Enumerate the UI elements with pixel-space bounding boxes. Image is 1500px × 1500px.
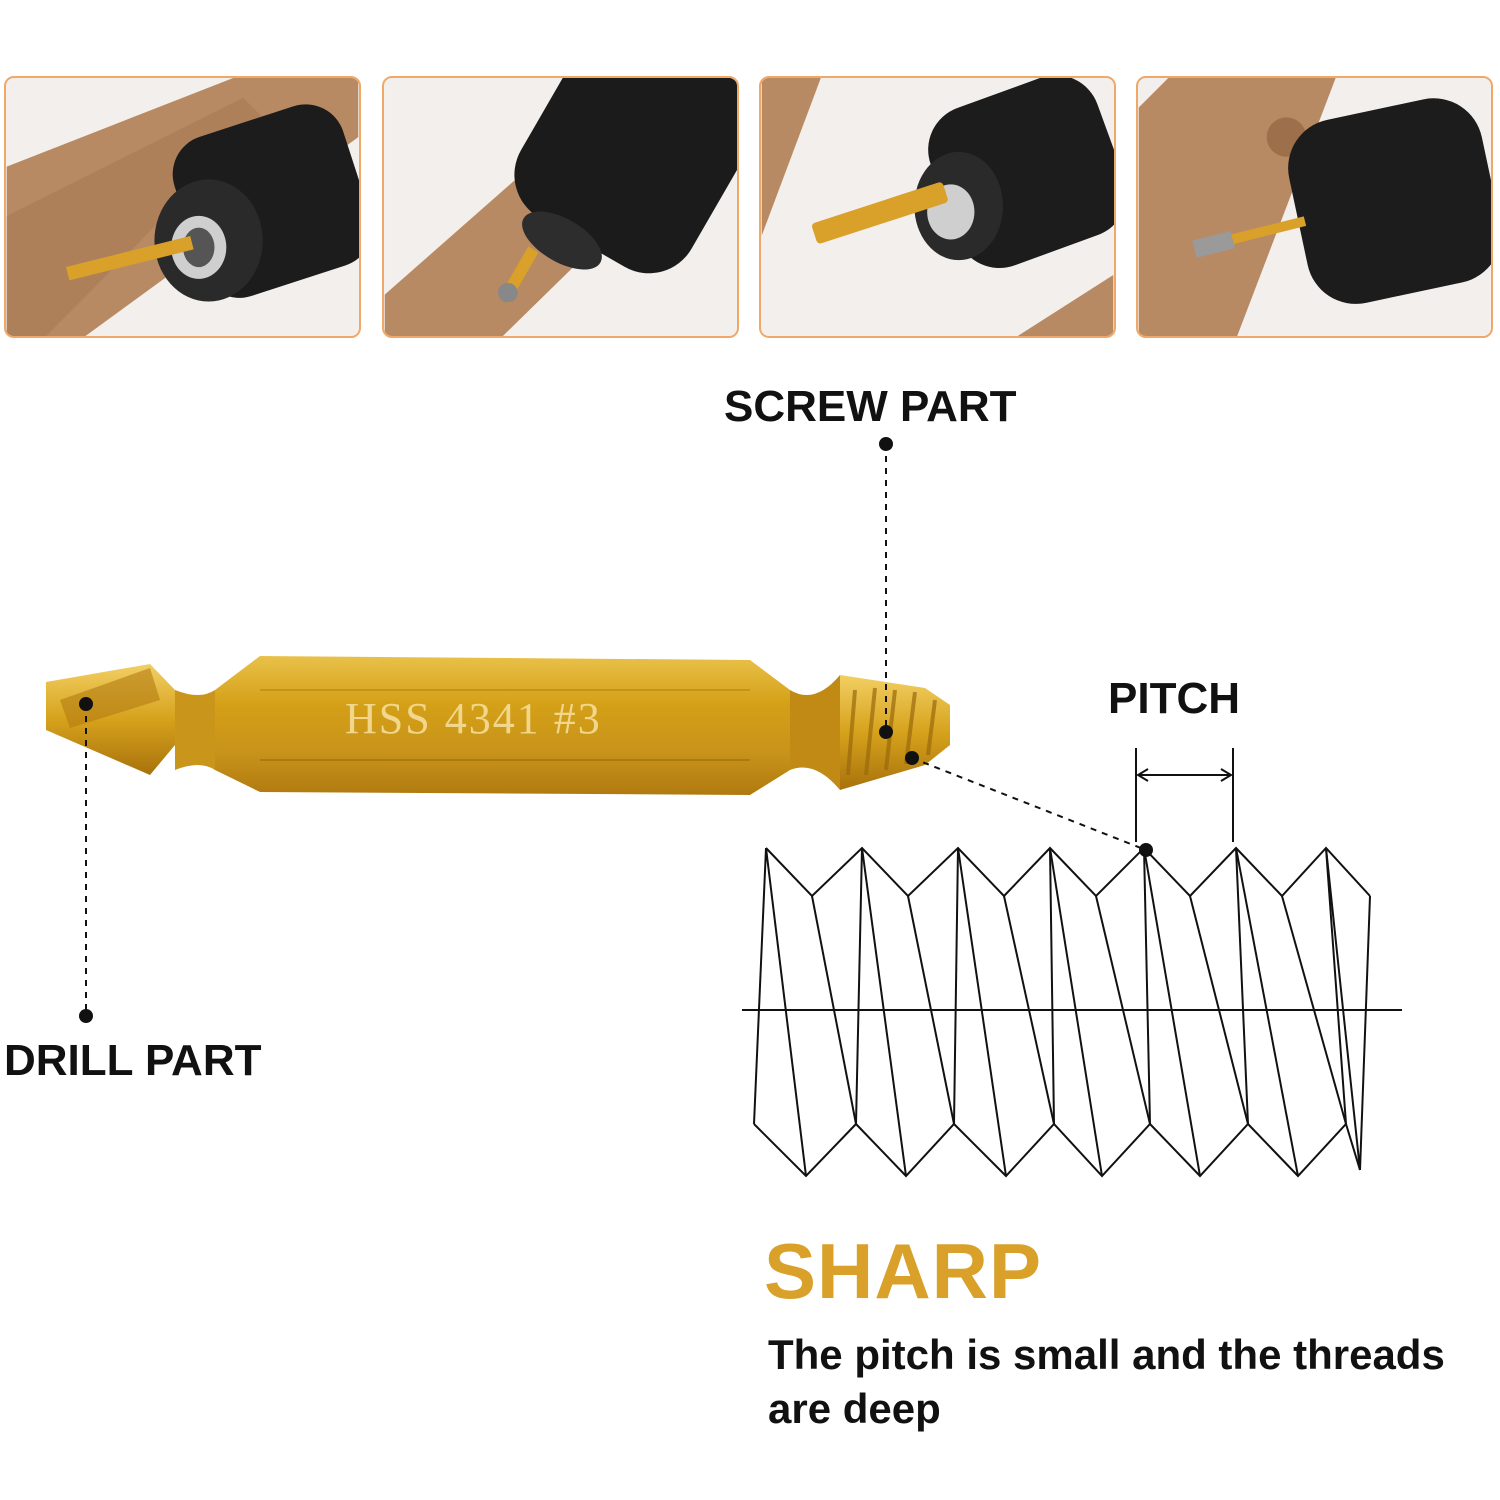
photo-panel-4 bbox=[1136, 76, 1493, 338]
drill-tip bbox=[46, 664, 175, 775]
pitch-leader bbox=[905, 751, 1153, 857]
feature-description: The pitch is small and the threads are d… bbox=[768, 1331, 1445, 1432]
pitch-label: PITCH bbox=[1108, 674, 1240, 723]
photo-panel-2 bbox=[382, 76, 739, 338]
photo-panel-1 bbox=[4, 76, 361, 338]
extractor-bit: HSS 4341 #3 bbox=[46, 656, 950, 795]
drill-chuck-icon bbox=[6, 78, 359, 336]
pitch-dimension bbox=[1135, 748, 1234, 842]
bit-engraving: HSS 4341 #3 bbox=[345, 694, 602, 743]
screw-part-label: SCREW PART bbox=[724, 382, 1017, 431]
feature-title: SHARP bbox=[764, 1227, 1043, 1315]
extractor-bit-icon bbox=[761, 78, 1114, 336]
drill-part-label: DRILL PART bbox=[4, 1036, 262, 1085]
photo-panel-3 bbox=[759, 76, 1116, 338]
thread-diagram bbox=[742, 846, 1402, 1178]
drill-chuck-icon bbox=[384, 78, 737, 336]
screw-part-leader bbox=[879, 437, 893, 739]
drill-part-leader bbox=[79, 697, 93, 1023]
screw-icon bbox=[1138, 78, 1491, 336]
